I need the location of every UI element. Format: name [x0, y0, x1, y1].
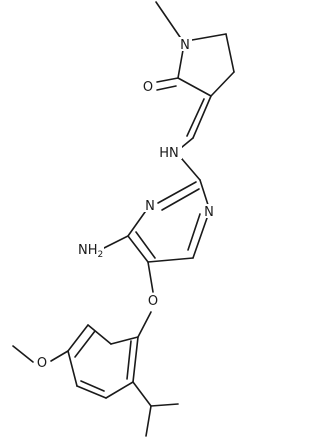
atom-amine: NH2: [78, 243, 103, 260]
atom-o-methoxy: O: [37, 356, 47, 371]
atom-n-pyrrolidinone: N: [180, 38, 190, 53]
atom-labels: N O HN N N NH2 O O: [35, 37, 217, 371]
methylidene-linker: [175, 95, 212, 181]
atom-nh-linker: HN: [159, 146, 179, 161]
atom-n-pyrimidine-left: N: [145, 199, 155, 214]
atom-o-carbonyl: O: [143, 80, 153, 95]
methoxy-isopropyl-phenyl-ring: [12, 311, 179, 437]
atom-n-pyrimidine-top: N: [204, 205, 214, 220]
pyrrolidinone-ring: [155, 1, 235, 97]
atom-o-ether: O: [148, 294, 158, 309]
pyrimidine-ring: [103, 179, 210, 293]
chemical-structure: N O HN N N NH2 O O: [12, 1, 235, 437]
